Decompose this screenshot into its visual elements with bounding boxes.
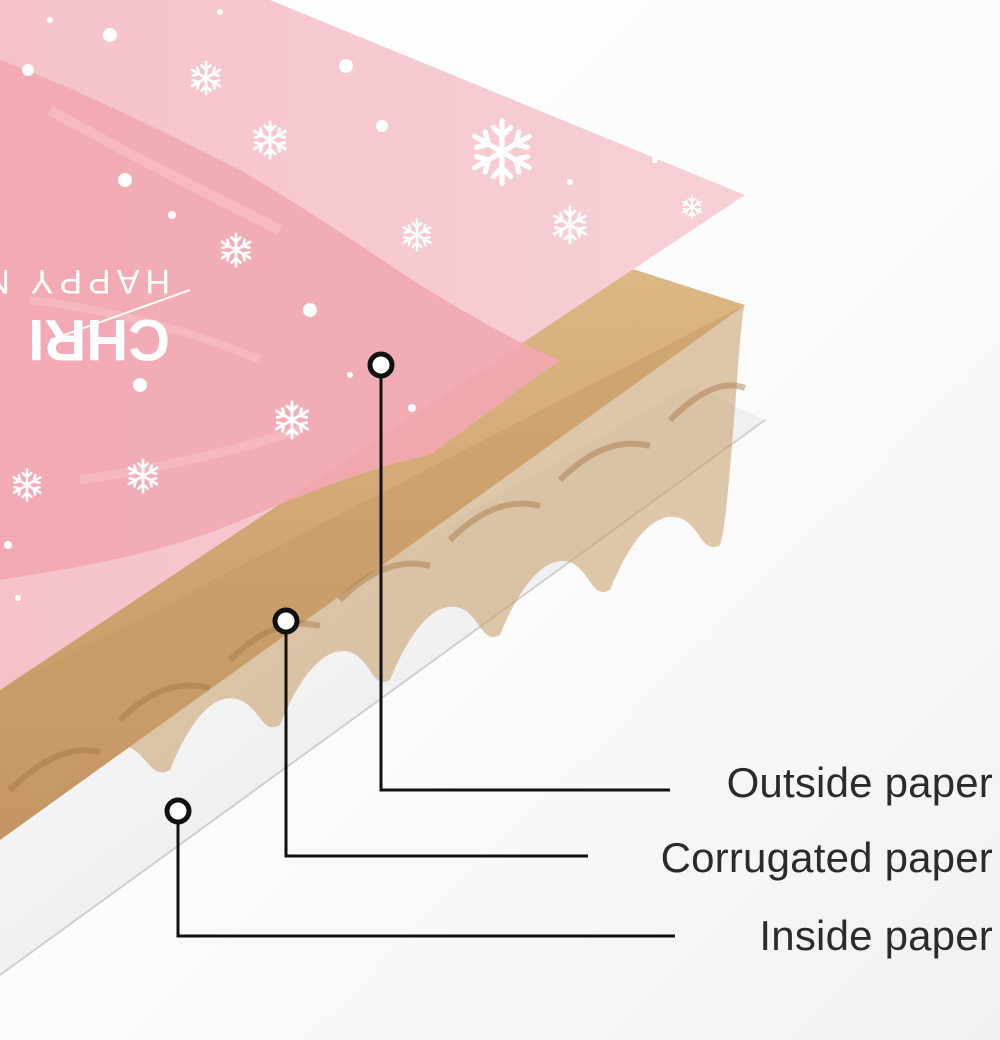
- callout-corrugated: [272, 607, 588, 858]
- callout-line-corrugated: [284, 621, 588, 858]
- callout-line-outside: [379, 365, 670, 792]
- corrugated-wave-edge: [0, 305, 745, 806]
- callout-outside: [367, 351, 670, 792]
- card-lettering: HAPPY N CHRI: [0, 262, 191, 372]
- callout-dot-icon: [272, 607, 300, 635]
- callout-label-inside: Inside paper: [759, 912, 993, 959]
- card-text-line1: HAPPY N: [0, 262, 170, 300]
- callout-dot-icon: [367, 351, 395, 379]
- card-text-line2: CHRI: [28, 307, 170, 372]
- callout-label-outside: Outside paper: [727, 759, 993, 806]
- callout-dot-icon: [164, 797, 192, 825]
- callout-line-inside: [176, 811, 675, 938]
- callout-label-corrugated: Corrugated paper: [661, 834, 993, 881]
- outside-paper-sheet: [0, 0, 745, 690]
- card-text-rule: [49, 289, 191, 341]
- corrugated-ridges: [7, 382, 747, 793]
- corrugated-layer: [0, 265, 747, 840]
- callout-inside: [164, 797, 675, 938]
- brush-stroke: [0, 60, 560, 580]
- snow-dots: [4, 9, 658, 601]
